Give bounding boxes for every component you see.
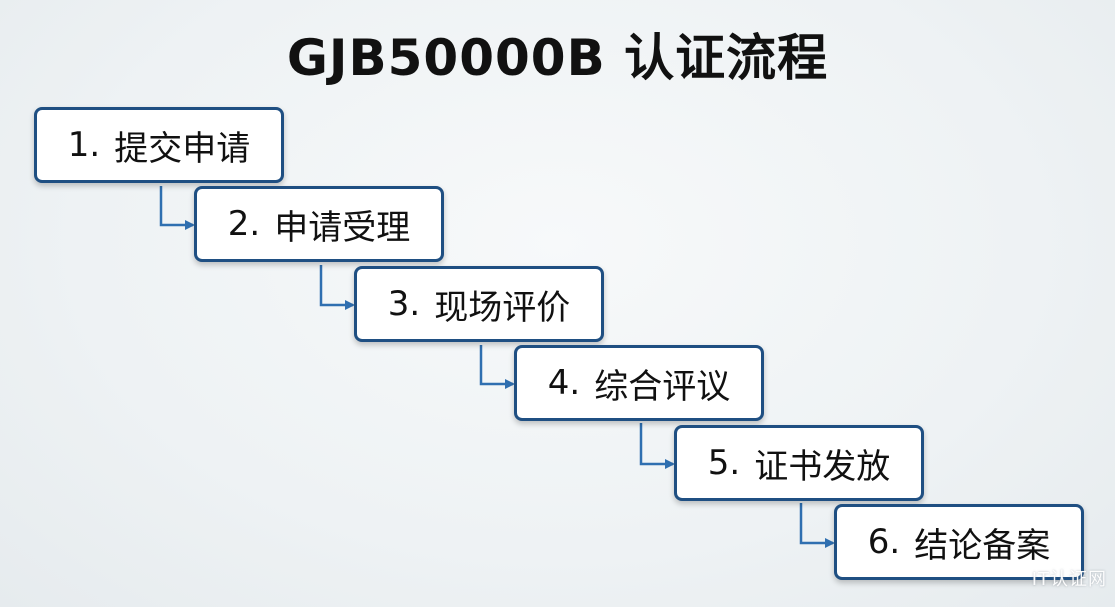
step-number: 3. bbox=[387, 284, 421, 324]
step-number: 6. bbox=[867, 522, 901, 562]
step-box-5: 5. 证书发放 bbox=[674, 425, 924, 501]
connector-arrow-3-4 bbox=[479, 345, 515, 389]
step-number: 2. bbox=[227, 204, 261, 244]
step-number: 5. bbox=[707, 443, 741, 483]
step-label: 申请受理 bbox=[274, 207, 411, 248]
step-box-1: 1. 提交申请 bbox=[34, 107, 284, 183]
step-label: 提交申请 bbox=[114, 128, 251, 169]
step-label: 综合评议 bbox=[594, 366, 731, 407]
step-box-6: 6. 结论备案 bbox=[834, 504, 1084, 580]
connector-arrow-1-2 bbox=[159, 186, 195, 230]
step-number: 1. bbox=[67, 125, 101, 165]
watermark: IT认证网 bbox=[1031, 569, 1107, 590]
connector-arrow-4-5 bbox=[639, 423, 675, 469]
step-box-4: 4. 综合评议 bbox=[514, 345, 764, 421]
step-box-3: 3. 现场评价 bbox=[354, 266, 604, 342]
step-label: 证书发放 bbox=[754, 446, 891, 487]
step-label: 现场评价 bbox=[434, 287, 571, 328]
step-label: 结论备案 bbox=[914, 525, 1051, 566]
connector-arrow-2-3 bbox=[319, 265, 355, 310]
page-title: GJB50000B 认证流程 bbox=[286, 29, 829, 87]
connector-arrow-5-6 bbox=[799, 503, 835, 548]
step-box-2: 2. 申请受理 bbox=[194, 186, 444, 262]
step-number: 4. bbox=[547, 363, 581, 403]
